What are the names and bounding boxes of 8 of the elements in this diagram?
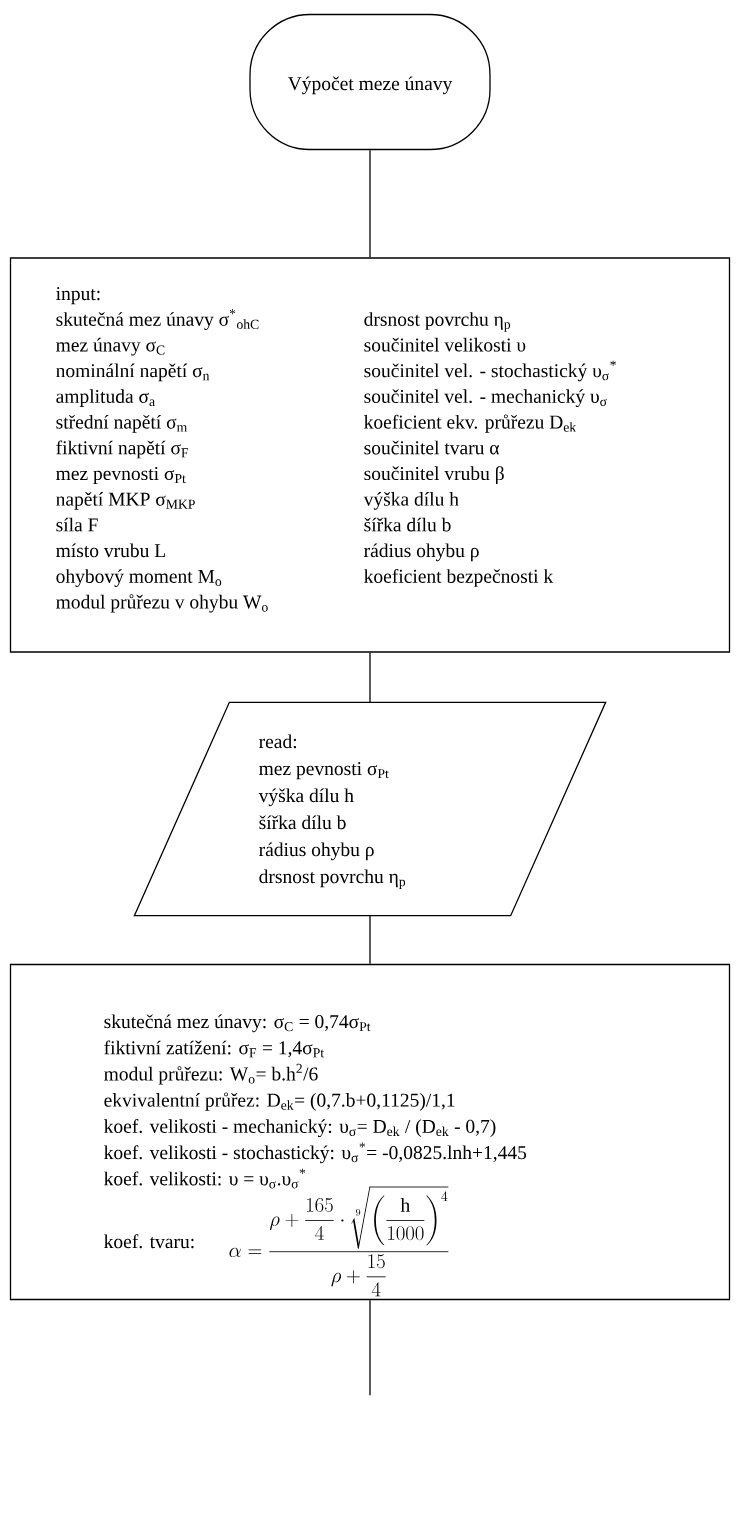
process-box: skutečná mez únavy: σ$_{C}$ = 0,74σ$_{Pt}$ fiktivní zatížení: σ$_{F}$ = 1,4σ$_{Pt}$ modul průřezu: W$_{o}$= b.h$^{2}$/6 ekvivalentní průřez: D$_{ek}$= (0,7.b+0,1125)/1,1 koef. velikosti - mechanický: υ$_{σ}$= D$_{ek}$ / (D$_{ek}$ - 0,7) koef. velikosti - stochastický: υ$_{σ}$$^{*}$= -0,0825.lnh+1,445 koef. velikosti: υ = υ$_{σ}$.υ$_{σ}$* koef. tvaru: $\alpha = \dfrac{\rho + \dfrac{165}{4}\cdot\sqrt[9]{\left(\dfrac{\mathrm{h}}{1000}\right)^{4}}}{\rho + \dfrac{15}{4}}$	[9, 963, 731, 1301]
connector-line	[369, 1299, 371, 1396]
connector-line	[369, 149, 371, 258]
start-terminator: Výpočet meze únavy	[249, 13, 491, 151]
process-box: input: skutečná mez únavy σ$^{*}$ohC mez únavy σ$_{C}$ nominální napětí σ$_{n}$ amplituda σ$_{a}$ střední napětí σ$_{m}$ fiktivní napětí σ$_{F}$ mez pevnosti σ$_{Pt}$ napětí MKP σ$_{MKP}$ síla F místo vrubu L ohybový moment M$_{o}$ modul průřezu v ohybu W$_{o}$ drsnost povrchu η$_{p}$ součinitel velikosti υ součinitel vel. - stochastický υ$_{σ}$* součinitel vel. - mechanický υ$_{σ}$ koeficient ekv. průřezu D$_{ek}$ součinitel tvaru α součinitel vrubu β výška dílu h šířka dílu b rádius ohybu ρ koeficient bezpečnosti k	[9, 257, 731, 653]
connector-line	[369, 915, 371, 965]
input-parallelogram: read: mez pevnosti σ$_{Pt}$ výška dílu h šířka dílu b rádius ohybu ρ drsnost povrchu η$_{p}$	[133, 701, 607, 917]
connector-line	[369, 652, 371, 703]
